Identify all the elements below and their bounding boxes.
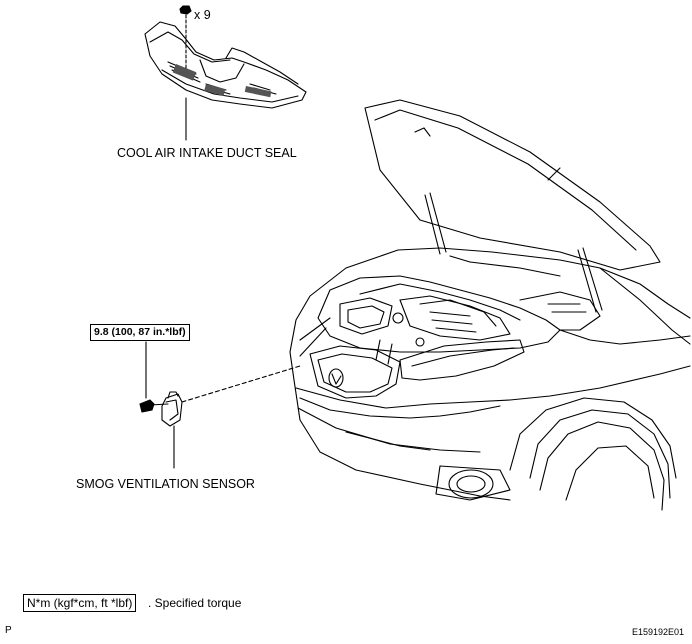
legend-units-box: N*m (kgf*cm, ft *lbf) xyxy=(23,594,137,612)
duct-seal-label: COOL AIR INTAKE DUCT SEAL xyxy=(117,146,297,160)
figure-code: E159192E01 xyxy=(632,627,685,637)
footer-left-mark: P xyxy=(5,625,12,636)
vehicle-front xyxy=(289,99,691,511)
smog-ventilation-sensor-assembly xyxy=(139,341,301,469)
cool-air-intake-duct-seal xyxy=(144,5,307,141)
legend-description: . Specified torque xyxy=(148,596,242,610)
sensor-label: SMOG VENTILATION SENSOR xyxy=(76,477,255,491)
bolt-count-label: x 9 xyxy=(194,8,211,22)
torque-spec-box: 9.8 (100, 87 in.*lbf) xyxy=(90,324,190,341)
